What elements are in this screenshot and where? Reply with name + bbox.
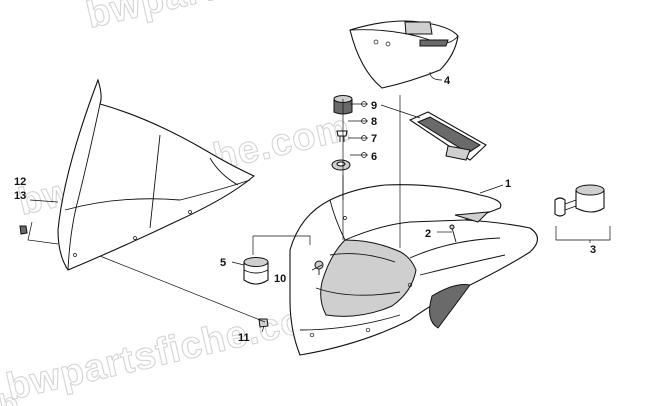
callout-labels: 1 2 3 4 5 6 7 8 9 10 11 12 13 xyxy=(14,75,596,344)
callout-9: 9 xyxy=(371,100,377,112)
callout-1: 1 xyxy=(505,178,511,190)
callout-8: 8 xyxy=(371,116,377,128)
fastener-5-part xyxy=(243,257,269,285)
screw-7-part xyxy=(336,130,348,142)
callout-5: 5 xyxy=(220,257,226,269)
screw-13-part xyxy=(19,225,28,235)
grommet-6-part xyxy=(331,159,351,171)
callout-3: 3 xyxy=(590,244,596,256)
callout-markers xyxy=(361,101,367,158)
screw-2-part xyxy=(449,224,457,243)
windshield-part xyxy=(57,78,256,271)
gauge-housing-part xyxy=(349,20,459,89)
callout-11: 11 xyxy=(238,332,250,344)
callout-7: 7 xyxy=(371,133,377,145)
nut-11-part xyxy=(258,318,269,328)
callout-13: 13 xyxy=(14,190,26,202)
callout-12: 12 xyxy=(14,176,26,188)
callout-10: 10 xyxy=(274,273,286,285)
callout-6: 6 xyxy=(371,151,377,163)
cap-assembly-3-part xyxy=(554,184,605,217)
leader-lines xyxy=(27,71,611,333)
screw-10-part xyxy=(314,260,324,275)
callout-4: 4 xyxy=(444,75,451,87)
gauge-part xyxy=(408,111,487,161)
hood-part xyxy=(289,184,539,356)
callout-2: 2 xyxy=(425,228,431,240)
